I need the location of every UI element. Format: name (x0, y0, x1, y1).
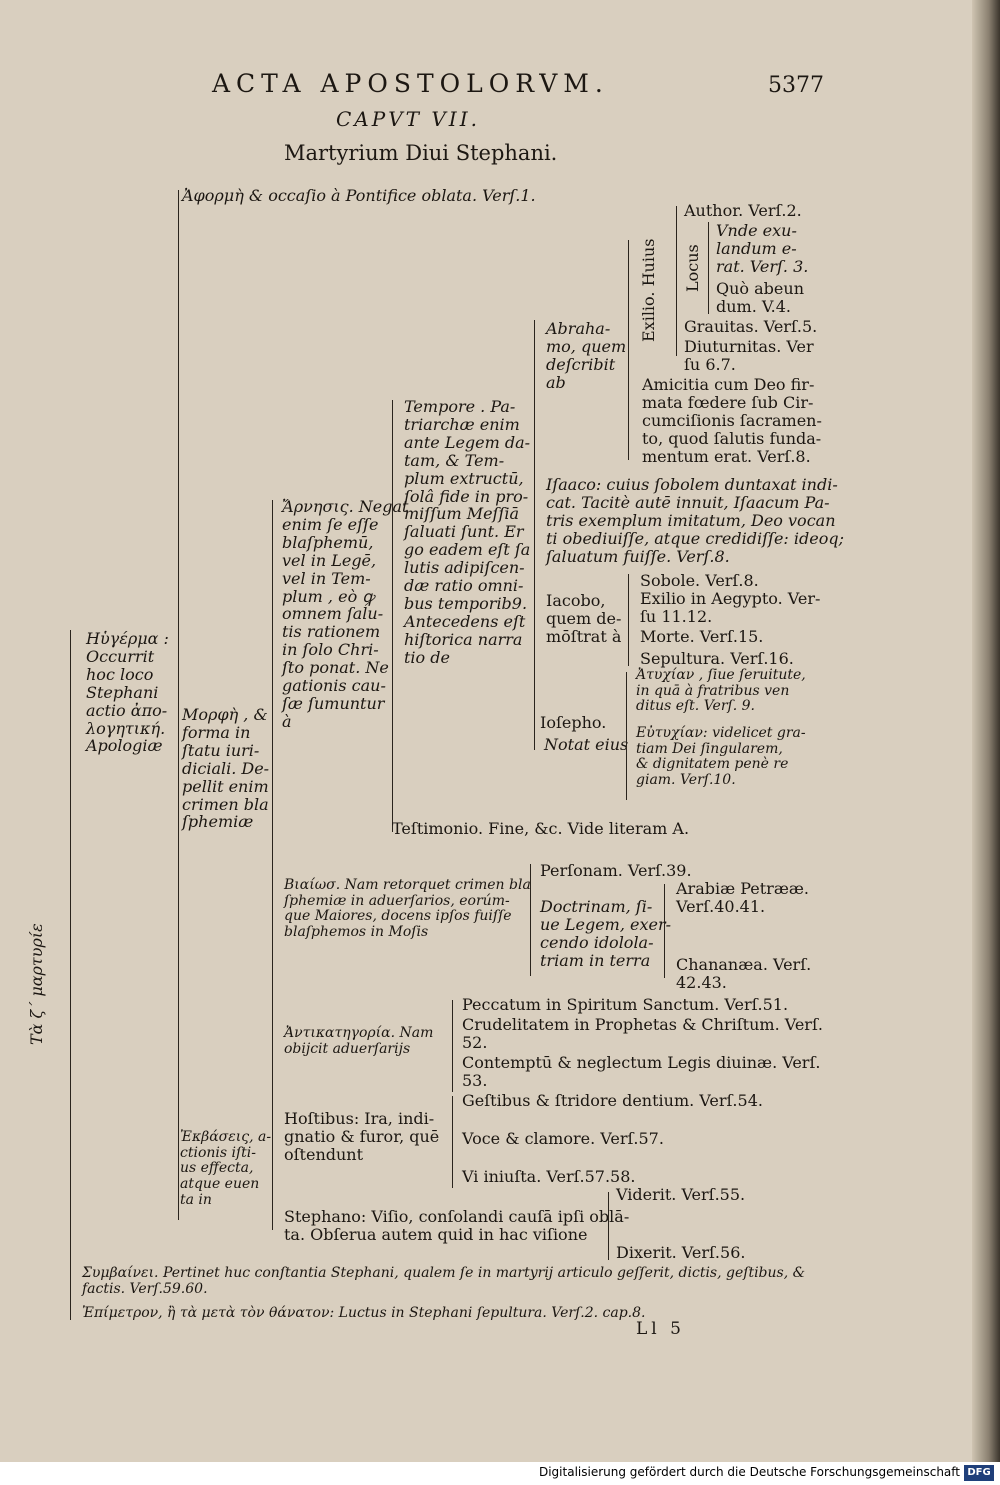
voce-entry: Voce & clamore. Verſ.57. (462, 1129, 664, 1148)
notat-eius-entry: Notat eius (544, 735, 629, 754)
ekbasis-entry: Ἐκβάσεις, a- ctionis iſti- us effecta, a… (180, 1129, 272, 1208)
iosepho-entry: Ioſepho. (540, 713, 607, 732)
arnesis-entry: Ἄρνησις. Negat enim ſe eſſe blaſphemū, v… (282, 497, 409, 731)
chananaea-entry: Chananæa. Verſ. 42.43. (676, 955, 812, 992)
unde-entry: Vnde exu- landum e- rat. Verſ. 3. (716, 221, 809, 276)
tempore-bracket (534, 320, 535, 750)
testimonio-entry: Teſtimonio. Fine, &c. Vide literam A. (392, 819, 690, 838)
morphe-entry: Μορφὴ , & forma in ſtatu iuri- diciali. … (182, 705, 270, 832)
vi-entry: Vi iniuſta. Verſ.57.58. (462, 1167, 636, 1186)
biaiosis-entry: Βιαίωσ. Nam retorquet crimen bla ſphemiæ… (284, 877, 531, 941)
locus-bracket (708, 222, 709, 314)
level1-bracket (178, 190, 179, 1220)
diuturnitas-entry: Diuturnitas. Ver ſu 6.7. (684, 337, 814, 374)
doctrinam-entry: Doctrinam, ſi- ue Legem, exer- cendo ido… (540, 897, 672, 970)
running-title: ACTA APOSTOLORVM. (212, 69, 609, 98)
main-bracket (70, 630, 71, 1320)
sepultura-entry: Sepultura. Verſ.16. (640, 649, 794, 668)
doctrinam-bracket (664, 884, 665, 978)
side-title: Τὰ ζ´ μαρτυρίε (27, 923, 46, 1045)
eutychia-entry: Εὐτυχίαν: videlicet gra- tiam Dei ſingul… (636, 725, 806, 789)
chapter-heading: CAPVT VII. (336, 107, 480, 131)
amicitia-entry: Amicitia cum Deo fir- mata fœdere ſub Ci… (642, 375, 822, 466)
visione-bracket (596, 1192, 609, 1260)
gestibus-entry: Geſtibus & ſtridore dentium. Verſ.54. (462, 1091, 763, 1110)
quo-entry: Quò abeun dum. V.4. (716, 279, 804, 316)
locus-label: Locus (683, 244, 702, 292)
exilio-huius-label: Exilio. Huius (639, 238, 658, 342)
signature-mark: Ll 5 (636, 1319, 685, 1339)
personam-entry: Perſonam. Verſ.39. (540, 861, 692, 880)
grauitas-entry: Grauitas. Verſ.5. (684, 317, 818, 336)
abrahamo-entry: Abraha- mo, quem deſcribit ab (546, 319, 627, 392)
arnesis-bracket (392, 400, 393, 832)
hostibus-bracket (452, 1096, 453, 1188)
exilio-aegypto-entry: Exilio in Aegypto. Ver- ſu 11.12. (640, 589, 821, 626)
isaaco-entry: Iſaaco: cuius ſobolem duntaxat indi- cat… (546, 475, 844, 566)
viderit-entry: Viderit. Verſ.55. (616, 1185, 746, 1204)
contemptu-entry: Contemptū & neglectum Legis diuinæ. Verſ… (462, 1053, 821, 1090)
digitization-footer: Digitalisierung gefördert durch die Deut… (0, 1462, 1000, 1485)
book-spine-edge (972, 0, 1000, 1462)
stephano-entry: Stephano: Viſio, conſolandi cauſā ipſi o… (284, 1207, 630, 1244)
crudelitatem-entry: Crudelitatem in Prophetas & Chriſtum. Ve… (462, 1015, 823, 1052)
antikategoria-entry: Ἀντικατηγορία. Nam obijcit aduerſarijs (284, 1025, 434, 1057)
iacobo-bracket (628, 574, 629, 666)
hygrema-entry: Ηὑγέρμα : Occurrit hoc loco Stephani act… (86, 629, 169, 756)
aphorme-entry: Ἀφορμὴ & occaſio à Pontifice oblata. Ver… (182, 186, 536, 205)
author-entry: Author. Verſ.2. (684, 201, 802, 220)
iacobo-entry: Iacobo, quem de- mōſtrat à (546, 591, 622, 646)
symbainei-entry: Συμβαίνει. Pertinet huc conſtantia Steph… (82, 1265, 806, 1297)
morte-entry: Morte. Verſ.15. (640, 627, 764, 646)
exilio-bracket (676, 206, 677, 356)
antikategoria-bracket (452, 1000, 453, 1092)
dixerit-entry: Dixerit. Verſ.56. (616, 1243, 746, 1262)
abrahamo-bracket (628, 240, 629, 460)
level2-bracket (272, 500, 273, 1230)
hostibus-entry: Hoſtibus: Ira, indi- gnatio & furor, quē… (284, 1109, 440, 1164)
biaiosis-bracket (530, 864, 531, 976)
epimetron-entry: Ἐπίμετρον, ἢ τὰ μετὰ τὸν θάνατον: Luctus… (82, 1305, 646, 1321)
atychia-entry: Ἀτυχίαν , ſiue ſeruitute, in quā à fratr… (636, 667, 806, 715)
dfg-logo: DFG (964, 1465, 994, 1481)
page-title: Martyrium Diui Stephani. (284, 141, 558, 165)
footer-text: Digitalisierung gefördert durch die Deut… (538, 1465, 960, 1479)
iosepho-bracket (626, 672, 627, 800)
tempore-entry: Tempore . Pa- triarchæ enim ante Legem d… (404, 397, 531, 667)
arabiae-entry: Arabiæ Petrææ. Verſ.40.41. (676, 879, 809, 916)
page-number: 5377 (768, 73, 824, 98)
sobole-entry: Sobole. Verſ.8. (640, 571, 759, 590)
peccatum-entry: Peccatum in Spiritum Sanctum. Verſ.51. (462, 995, 789, 1014)
